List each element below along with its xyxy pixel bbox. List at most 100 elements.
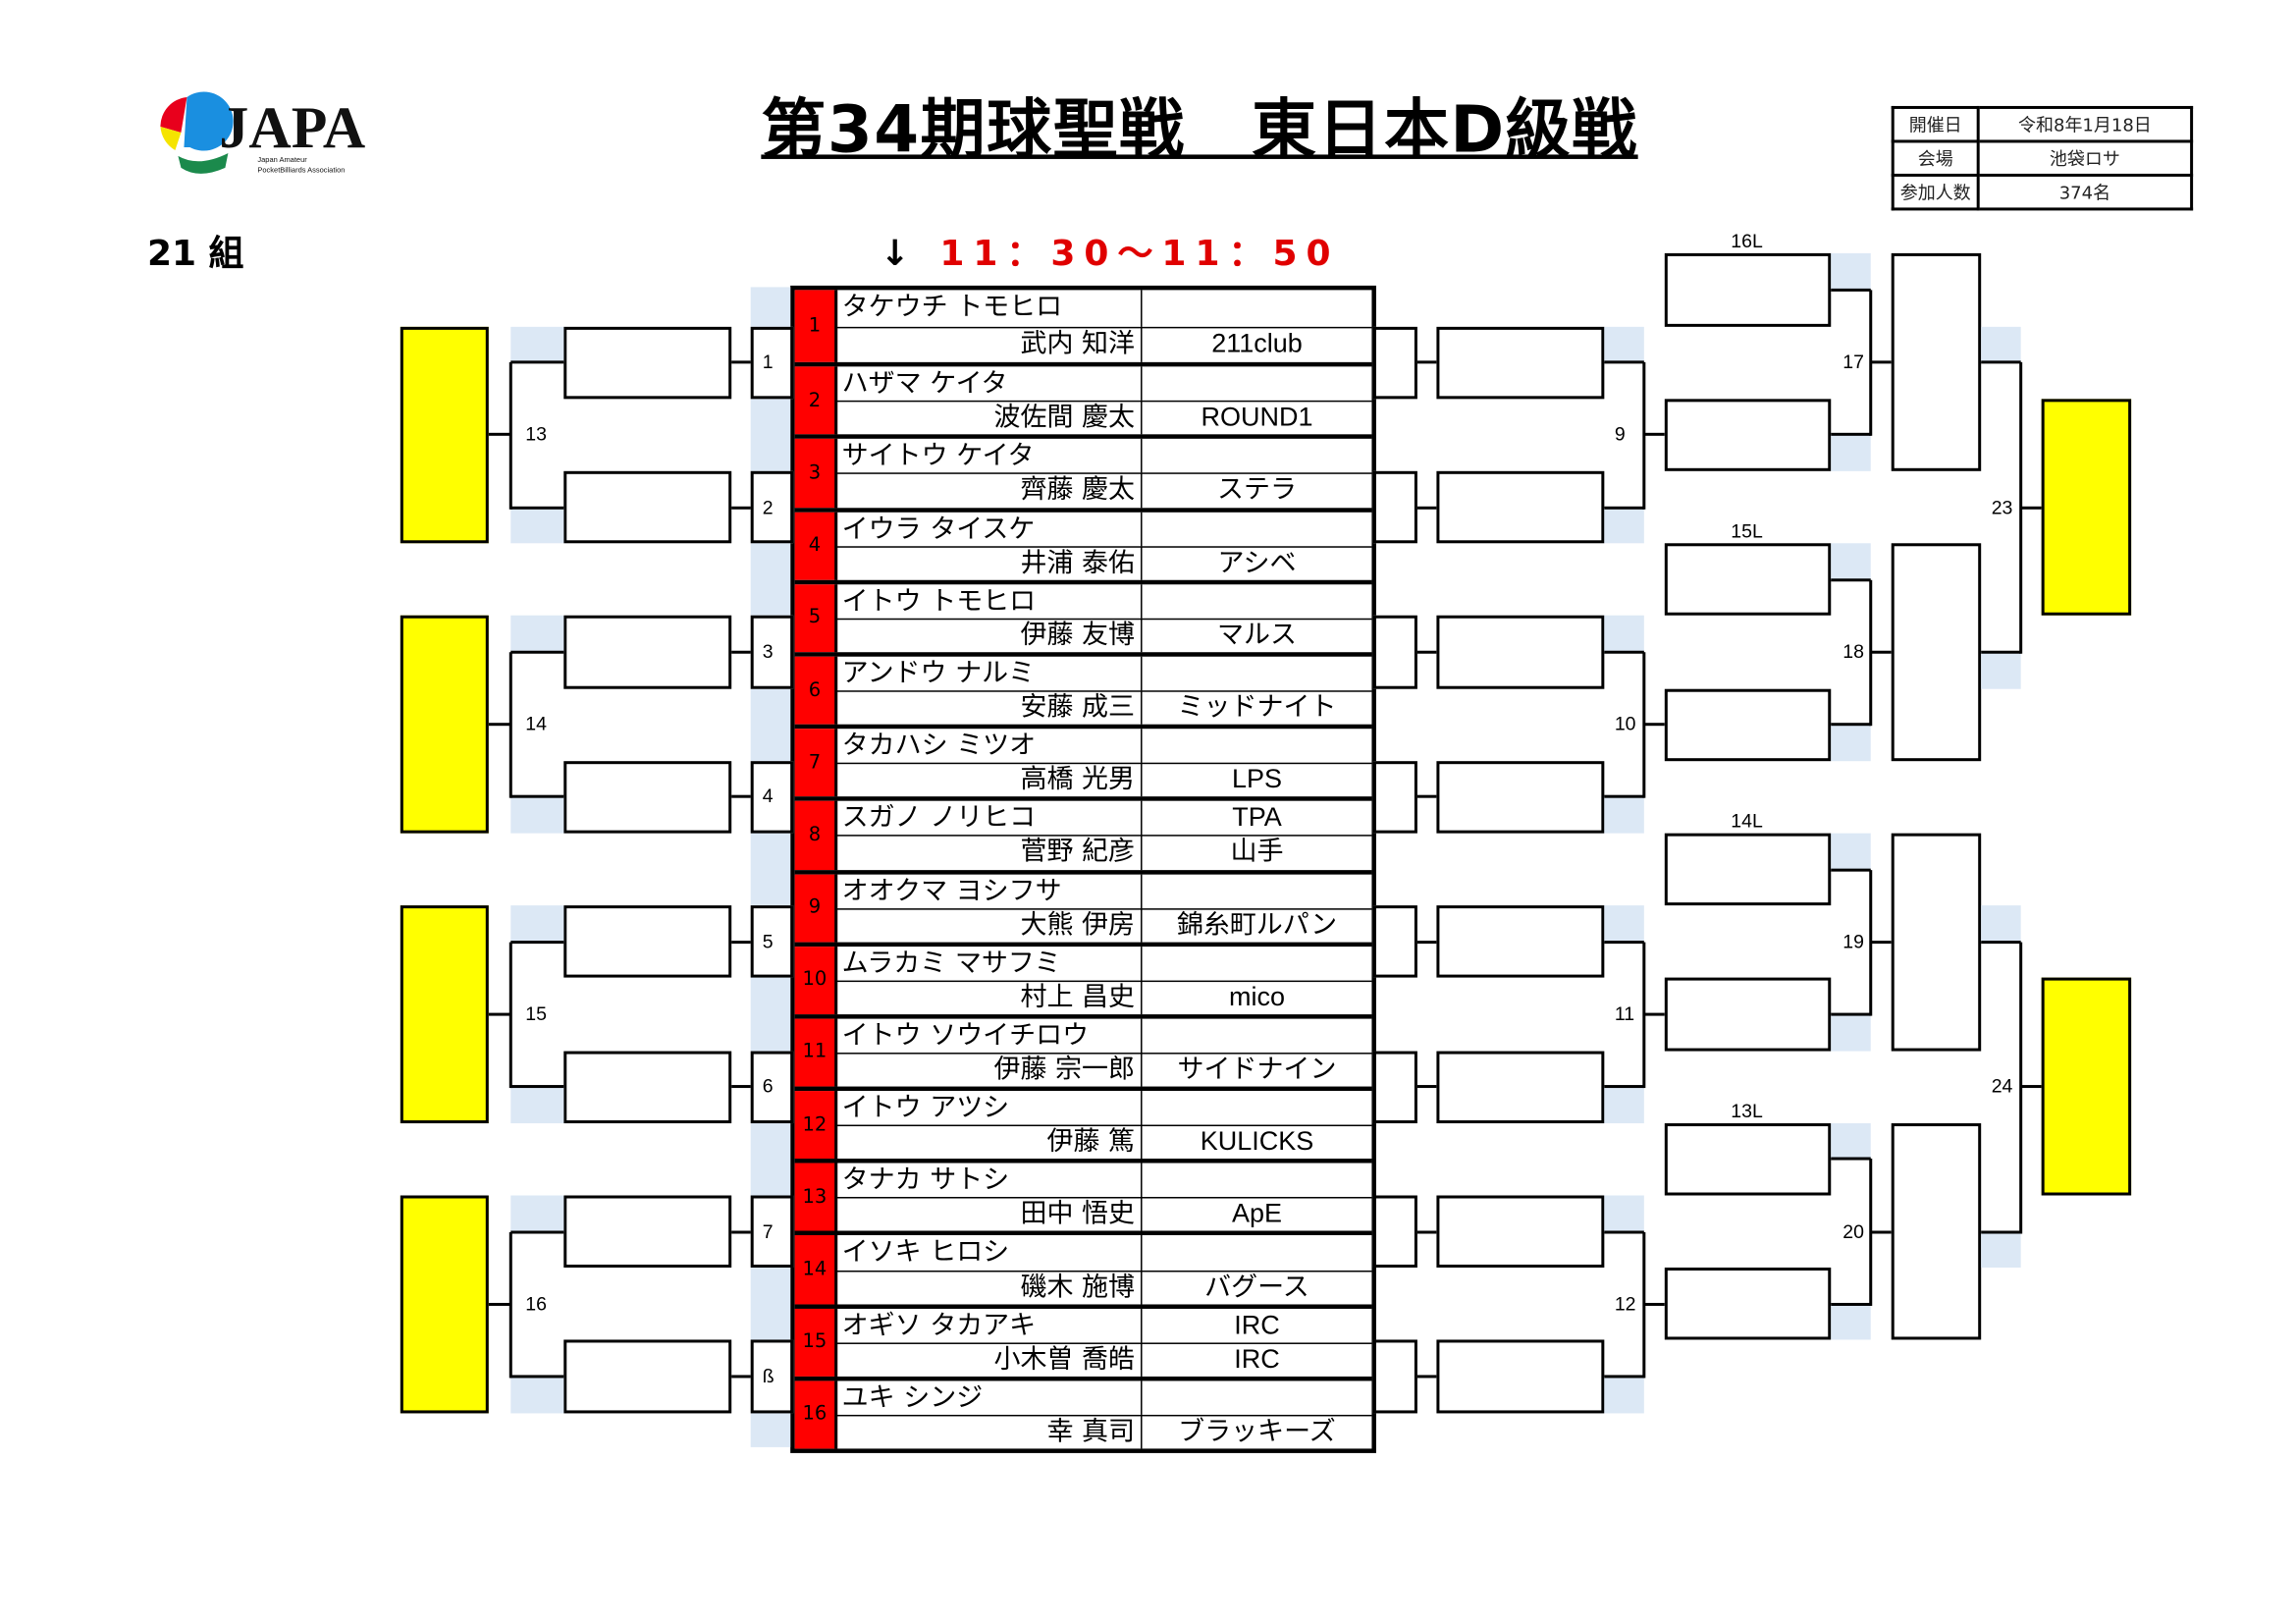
- bracket-shade: [1604, 616, 1644, 653]
- match-number: 4: [762, 785, 774, 808]
- bracket-line: [1604, 1085, 1644, 1089]
- kana-row: イトウ アツシ: [835, 1091, 1372, 1127]
- player-name: 高橋 光男: [836, 763, 1143, 797]
- bracket-shade: [510, 905, 564, 943]
- club-line1: [1143, 367, 1372, 402]
- winner-box: [400, 616, 489, 834]
- match-number: 1: [762, 351, 774, 373]
- bracket-line: [1416, 506, 1437, 510]
- club-name: バグース: [1204, 1271, 1309, 1301]
- bracket-line: [508, 362, 512, 510]
- match-slot-box: [1372, 326, 1417, 400]
- player-entry: 14 イソキ ヒロシ 磯木 施博 バグース: [794, 1231, 1372, 1304]
- player-name: 菅野 紀彦: [836, 835, 1143, 870]
- club-name: LPS: [1231, 764, 1283, 794]
- seed-number: 11: [794, 1018, 838, 1087]
- seed-number: 9: [794, 873, 838, 943]
- player-entry: 10 ムラカミ マサフミ 村上 昌史 mico: [794, 942, 1372, 1014]
- bracket-line: [488, 1302, 511, 1306]
- match-number: 18: [1842, 640, 1864, 663]
- loser-slot-label: 15L: [1731, 519, 1763, 543]
- result-box: [1436, 1050, 1605, 1123]
- player-name: 小木曽 喬皓: [836, 1342, 1143, 1377]
- info-value: 374名: [1976, 173, 2194, 211]
- result-box: [1436, 760, 1605, 834]
- club-line1: IRC: [1234, 1309, 1280, 1339]
- match-number: 17: [1842, 351, 1864, 373]
- seed-number: 15: [794, 1308, 838, 1377]
- match-number: 2: [762, 495, 774, 518]
- bracket-line: [1981, 650, 2021, 654]
- club-name: IRC: [1234, 1343, 1280, 1374]
- bracket-shade: [1604, 1195, 1644, 1232]
- bracket-line: [1831, 1302, 1871, 1306]
- bracket-shade: [1831, 434, 1871, 471]
- result-box: [563, 326, 732, 400]
- club-line1: [1143, 1091, 1372, 1125]
- bracket-line: [1870, 1229, 1892, 1233]
- bracket-shade: [1831, 833, 1871, 870]
- club-line1: [1143, 1236, 1372, 1271]
- player-entry: 8 スガノ ノリヒコ TPA 菅野 紀彦 山手: [794, 796, 1372, 870]
- bracket-line: [1981, 1229, 2021, 1233]
- match-number-box: [750, 1340, 794, 1413]
- result-box: [1891, 833, 1982, 1051]
- seed-number: 4: [794, 512, 838, 580]
- club-name: ApE: [1231, 1199, 1283, 1229]
- match-number: 15: [525, 1002, 547, 1025]
- match-slot-box: [1372, 905, 1417, 979]
- bracket-line: [1870, 650, 1892, 654]
- match-slot-box: [1372, 1195, 1417, 1269]
- bracket-line: [1416, 650, 1437, 654]
- bracket-line: [731, 650, 751, 654]
- result-box: [1664, 1268, 1832, 1341]
- bracket-shade: [1831, 1014, 1871, 1051]
- bracket-line: [1604, 1375, 1644, 1379]
- loser-slot-box: [1664, 1122, 1832, 1196]
- result-box: [563, 616, 732, 689]
- bracket-line: [2019, 362, 2023, 654]
- time-slot: ↓ 11：30～11：50: [881, 224, 1340, 275]
- name-row: 高橋 光男 LPS: [836, 763, 1372, 797]
- result-box: [1891, 543, 1982, 761]
- player-entry: 15 オギソ タカアキ IRC 小木曽 喬皓 IRC: [794, 1303, 1372, 1377]
- bracket-shade: [510, 507, 564, 544]
- bracket-line: [1604, 506, 1644, 510]
- player-entry: 3 サイトウ ケイタ 齊藤 慶太 ステラ: [794, 434, 1372, 508]
- kana-row: スガノ ノリヒコ TPA: [835, 801, 1372, 838]
- player-kana: タカハシ ミツオ: [836, 729, 1143, 764]
- player-entry: 6 アンドウ ナルミ 安藤 成三 ミッドナイト: [794, 652, 1372, 725]
- club-name: 錦糸町ルパン: [1176, 909, 1338, 940]
- player-name: 大熊 伊房: [836, 907, 1143, 943]
- bracket-line: [1831, 288, 1871, 292]
- bracket-line: [2020, 1085, 2042, 1089]
- name-row: 波佐間 慶太 ROUND1: [836, 401, 1372, 435]
- result-box: [1664, 399, 1832, 471]
- bracket-shade: [1831, 724, 1871, 761]
- player-name: 井浦 泰佑: [836, 545, 1143, 580]
- result-box: [563, 760, 732, 834]
- bracket-shade: [1981, 1231, 2021, 1269]
- match-number-box: [750, 326, 794, 400]
- bracket-line: [1416, 1375, 1437, 1379]
- player-name: 齊藤 慶太: [836, 473, 1143, 508]
- bracket-line: [1831, 723, 1871, 727]
- player-kana: タナカ サトシ: [836, 1163, 1143, 1198]
- player-entry: 1 タケウチ トモヒロ 武内 知洋 211club: [794, 290, 1372, 363]
- result-box: [1436, 470, 1605, 544]
- bracket-line: [1831, 433, 1871, 437]
- kana-row: タカハシ ミツオ: [835, 729, 1372, 765]
- player-name: 田中 悟史: [836, 1197, 1143, 1232]
- club-name: 山手: [1230, 837, 1284, 867]
- bracket-line: [510, 795, 564, 799]
- name-row: 幸 真司 ブラッキーズ: [836, 1414, 1372, 1449]
- club-name: ブラッキーズ: [1178, 1416, 1336, 1446]
- info-row-venue: 会場池袋ロサ: [1891, 139, 2194, 177]
- bracket-line: [731, 360, 751, 364]
- bracket-line: [510, 360, 564, 364]
- match-slot-box: [1372, 1340, 1417, 1413]
- bracket-shade: [510, 1086, 564, 1123]
- info-value: 令和8年1月18日: [1976, 105, 2194, 143]
- player-kana: アンドウ ナルミ: [836, 656, 1143, 691]
